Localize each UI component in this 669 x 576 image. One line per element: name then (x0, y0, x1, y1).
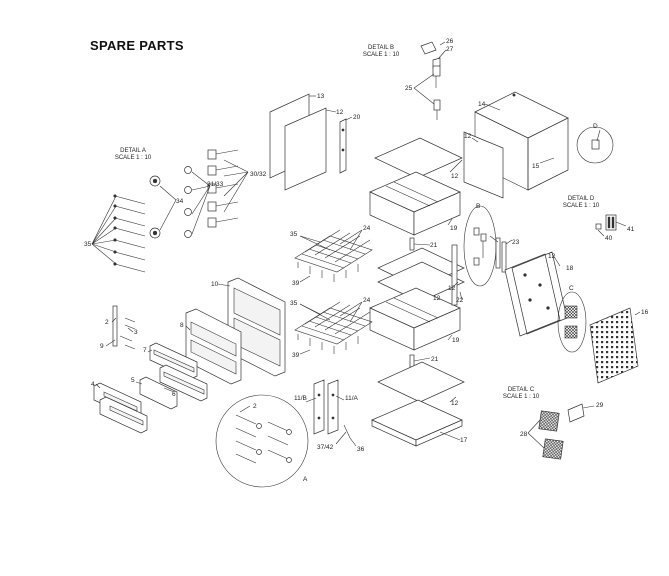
label-10: 10 (211, 281, 219, 288)
label-detail-b: B (476, 203, 480, 210)
detail-d-name: DETAIL D (567, 196, 595, 202)
detail-b-scale: SCALE 1 : 10 (362, 52, 400, 58)
label-17: 17 (460, 437, 468, 444)
detail-c-oval (557, 291, 587, 353)
label-22: 22 (456, 297, 464, 304)
part-23-brackets (495, 237, 507, 273)
label-26: 26 (446, 38, 454, 45)
label-35-a: 35 (290, 231, 298, 238)
part-11-brackets (313, 379, 351, 439)
detail-a-caption: DETAIL A SCALE 1 : 10 (108, 148, 158, 162)
detail-b-oval (463, 205, 497, 287)
part-2-3-9-hardware (112, 305, 136, 350)
label-23: 23 (512, 239, 520, 246)
detail-b-small-parts (420, 41, 441, 120)
detail-a-knobs-screws (113, 166, 192, 273)
label-20: 20 (353, 114, 361, 121)
detail-c-scale: SCALE 1 : 10 (502, 394, 540, 400)
part-40-41-clips (595, 214, 617, 231)
detail-b-name: DETAIL B (367, 45, 394, 51)
label-39-a: 39 (292, 280, 300, 287)
label-14: 14 (478, 101, 486, 108)
part-8-door-frame (185, 308, 242, 385)
label-27: 27 (446, 46, 454, 53)
part-18-back-panel (504, 251, 568, 337)
label-37-42: 37/42 (317, 444, 334, 451)
shelf-stack-center (369, 137, 465, 447)
label-35-c: 35 (84, 241, 92, 248)
detail-a-switches (207, 149, 239, 228)
part-20-bracket (339, 118, 347, 174)
label-12-f: 12 (548, 253, 556, 260)
label-28: 28 (520, 431, 528, 438)
label-19-b: 19 (452, 337, 460, 344)
wire-rack-upper (294, 229, 373, 282)
detail-d-caption: DETAIL D SCALE 1 : 10 (556, 196, 606, 210)
detail-a-name: DETAIL A (120, 148, 146, 154)
label-6: 6 (172, 391, 176, 398)
label-9: 9 (100, 343, 104, 350)
label-16: 16 (641, 309, 649, 316)
label-12-a: 12 (336, 109, 344, 116)
label-12-g: 12 (433, 295, 441, 302)
label-24-b: 24 (363, 297, 371, 304)
label-7: 7 (143, 347, 147, 354)
detail-a-circle (215, 394, 309, 488)
label-36: 36 (357, 446, 365, 453)
label-detail-d: D (593, 123, 598, 130)
part-28-fans (538, 410, 564, 460)
label-21-b: 21 (431, 356, 439, 363)
page-title: SPARE PARTS (90, 38, 184, 53)
label-18: 18 (566, 265, 574, 272)
label-12-c: 12 (451, 173, 459, 180)
part-16-perforated-panel (589, 307, 639, 384)
label-detail-a: A (303, 476, 308, 483)
part-12-panel-left (284, 107, 327, 191)
part-7-6-door-panels (139, 342, 208, 410)
label-2-a: 2 (105, 319, 109, 326)
label-25: 25 (405, 85, 413, 92)
label-30-32: 30/32 (250, 171, 267, 178)
label-21-a: 21 (430, 242, 438, 249)
label-11-a: 11/A (345, 395, 359, 402)
detail-c-caption: DETAIL C SCALE 1 : 10 (496, 387, 546, 401)
label-40: 40 (605, 235, 613, 242)
label-29: 29 (596, 402, 604, 409)
label-12-d: 12 (448, 285, 456, 292)
label-34: 34 (176, 198, 184, 205)
detail-d-scale: SCALE 1 : 10 (562, 203, 600, 209)
detail-c-name: DETAIL C (507, 387, 535, 393)
detail-b-caption: DETAIL B SCALE 1 : 10 (356, 45, 406, 59)
label-39-b: 39 (292, 352, 300, 359)
label-2-b: 2 (253, 403, 257, 410)
label-13: 13 (317, 93, 325, 100)
label-15: 15 (532, 163, 540, 170)
label-19-a: 19 (450, 225, 458, 232)
part-10-door-frame (227, 277, 286, 377)
part-29-cover (567, 403, 585, 423)
label-5: 5 (131, 377, 135, 384)
detail-a-scale: SCALE 1 : 10 (114, 155, 152, 161)
label-31-33: 31/33 (207, 181, 224, 188)
label-35-b: 35 (290, 300, 298, 307)
label-12-b: 12 (464, 133, 472, 140)
part-12-panel-right (463, 131, 504, 199)
label-4: 4 (91, 381, 95, 388)
label-12-e: 12 (451, 400, 459, 407)
label-41: 41 (627, 226, 635, 233)
label-detail-c: C (569, 285, 574, 292)
detail-d-circle (576, 126, 614, 164)
part-labels: 13 12 20 26 27 25 14 12 15 D 41 40 12 19… (84, 38, 649, 483)
label-24-a: 24 (363, 225, 371, 232)
wire-rack-lower (294, 301, 373, 354)
leader-lines (91, 41, 641, 449)
label-11-b: 11/B (294, 395, 307, 402)
part-4-5-bottom-doors (93, 382, 148, 434)
part-14-top-cover (474, 91, 569, 191)
label-3: 3 (134, 329, 138, 336)
label-8: 8 (180, 322, 184, 329)
